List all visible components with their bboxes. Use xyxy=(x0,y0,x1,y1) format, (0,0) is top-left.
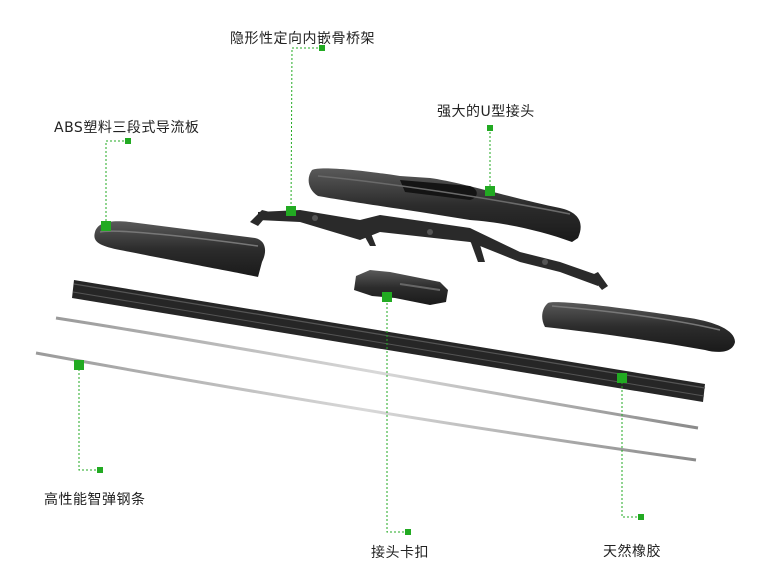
label-steel-strip: 高性能智弹钢条 xyxy=(44,492,146,508)
label-bridge: 隐形性定向内嵌骨桥架 xyxy=(230,31,375,47)
marker-steel-end xyxy=(97,467,103,473)
steel-strip-upper-part xyxy=(55,316,699,430)
marker-clip-dot xyxy=(382,292,392,302)
marker-clip-end xyxy=(405,529,411,535)
center-spoiler-part xyxy=(308,168,581,242)
marker-ujoint-end xyxy=(487,125,493,131)
marker-ujoint-dot xyxy=(485,186,495,196)
callout-line-rubber xyxy=(621,378,641,518)
label-abs-spoiler: ABS塑料三段式导流板 xyxy=(54,120,200,136)
callout-line-abs xyxy=(105,140,128,226)
callout-line-steel xyxy=(78,365,100,471)
marker-steel-dot xyxy=(74,360,84,370)
callout-line-bridge xyxy=(290,47,322,212)
right-spoiler-part xyxy=(542,302,735,352)
marker-rubber-end xyxy=(638,514,644,520)
label-rubber: 天然橡胶 xyxy=(603,544,661,560)
marker-rubber-dot xyxy=(617,373,627,383)
marker-abs-dot xyxy=(101,221,111,231)
label-clip: 接头卡扣 xyxy=(371,545,429,561)
label-u-joint: 强大的U型接头 xyxy=(437,104,535,120)
marker-bridge-end xyxy=(319,45,325,51)
left-spoiler-part xyxy=(94,221,266,277)
marker-bridge-dot xyxy=(286,206,296,216)
bridge-frame-part xyxy=(250,210,608,290)
callout-markers xyxy=(74,45,644,535)
callout-lines xyxy=(78,47,641,533)
callout-line-clip xyxy=(386,297,408,533)
steel-strip-lower-part xyxy=(35,351,697,462)
clip-connector-part xyxy=(354,270,448,305)
rubber-blade-part xyxy=(72,280,706,402)
marker-abs-end xyxy=(125,138,131,144)
